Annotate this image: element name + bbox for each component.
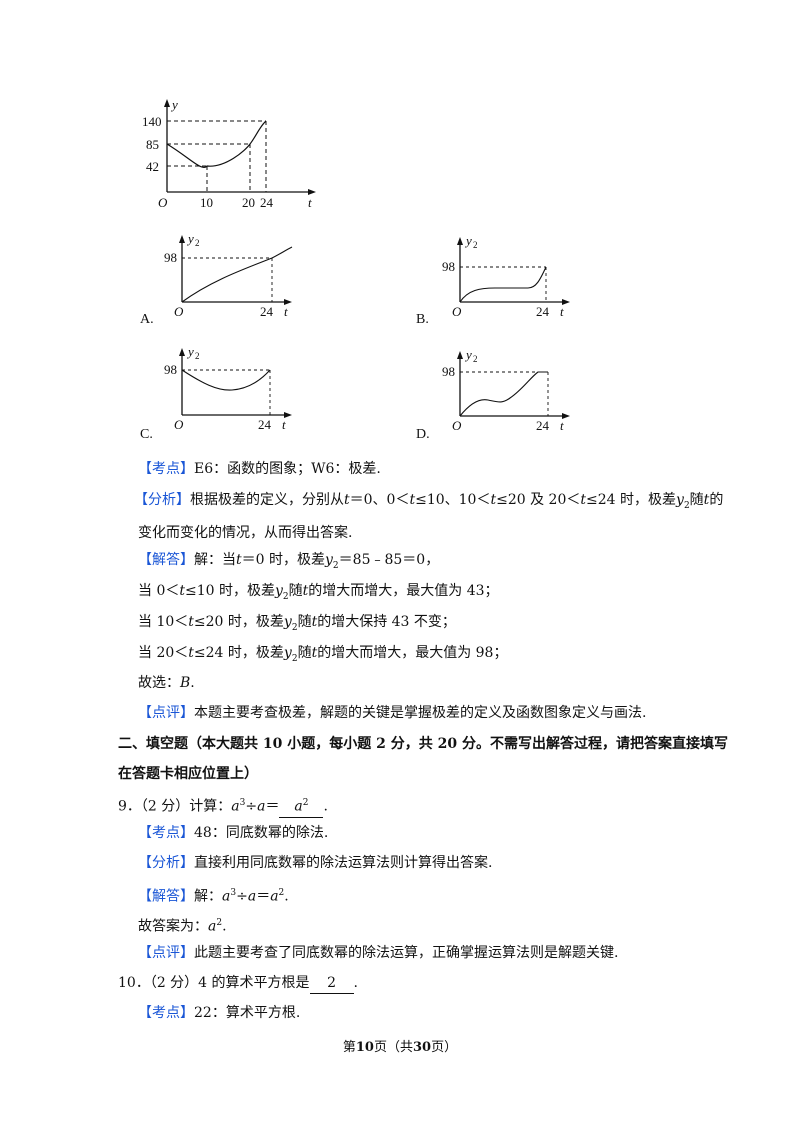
curve — [181, 246, 293, 303]
option-a-graph: y 2 98 O 24 t — [164, 231, 293, 319]
svg-text:24: 24 — [536, 304, 550, 319]
yval: 98 — [164, 250, 177, 265]
svg-text:98: 98 — [442, 364, 455, 379]
dashed-guides — [167, 120, 267, 192]
q9-jieda: 【解答】解：a3÷a＝a2. — [138, 888, 289, 905]
curve — [181, 369, 271, 391]
option-a-letter[interactable]: A. — [140, 312, 154, 327]
option-d-letter[interactable]: D. — [416, 427, 430, 442]
q9-answer-blank[interactable]: a2 — [279, 793, 324, 818]
q8-step-2: 当 10＜t≤20 时，极差y2随t的增大保持 43 不变； — [138, 614, 456, 633]
q8-choose: 故选：B. — [138, 675, 195, 691]
svg-text:t: t — [560, 304, 564, 319]
q8-step-1: 当 0＜t≤10 时，极差y2随t的增大而增大，最大值为 43； — [138, 583, 499, 602]
y-axis-arrow — [164, 99, 170, 107]
svg-text:O: O — [452, 304, 462, 319]
curve — [459, 266, 547, 303]
q9-fenxi: 【分析】直接利用同底数幂的除法运算法则计算得出答案. — [138, 855, 493, 871]
svg-text:t: t — [284, 304, 288, 319]
q9-answer: 故答案为：a2. — [138, 918, 227, 935]
ytick-140: 140 — [142, 114, 162, 129]
option-c-letter[interactable]: C. — [140, 427, 153, 442]
section2-heading-2: 在答题卡相应位置上） — [118, 766, 258, 782]
q8-kaodian: 【考点】E6：函数的图象；W6：极差. — [138, 461, 381, 477]
svg-text:2: 2 — [195, 351, 200, 361]
q10-kaodian: 【考点】22：算术平方根. — [138, 1005, 301, 1021]
svg-text:24: 24 — [260, 304, 274, 319]
y-label: y — [186, 231, 194, 246]
q8-fenxi-1: 【分析】根据极差的定义，分别从t＝0、0＜t≤10、10＜t≤20 及 20＜t… — [134, 492, 724, 511]
svg-text:O: O — [174, 304, 184, 319]
svg-text:O: O — [174, 417, 184, 432]
main-graph: y 140 85 42 O 10 20 24 t — [142, 97, 316, 210]
xtick-10: 10 — [200, 195, 213, 210]
origin-label: O — [158, 195, 168, 210]
svg-text:t: t — [560, 418, 564, 433]
svg-text:t: t — [282, 417, 286, 432]
y-label: y — [170, 97, 178, 112]
option-b-letter[interactable]: B. — [416, 312, 429, 327]
option-b-graph: y 2 98 O 24 t — [442, 233, 570, 319]
svg-text:y: y — [464, 233, 472, 248]
x-label: t — [308, 195, 312, 210]
xtick-20: 20 — [242, 195, 255, 210]
svg-text:O: O — [452, 418, 462, 433]
svg-text:24: 24 — [258, 417, 272, 432]
q10-answer-blank[interactable]: 2 — [309, 973, 354, 994]
ytick-42: 42 — [146, 159, 159, 174]
curve — [459, 371, 548, 417]
page-footer: 第10页（共30页） — [342, 1040, 458, 1055]
svg-text:y: y — [464, 347, 472, 362]
curve — [166, 120, 267, 168]
q8-step-3: 当 20＜t≤24 时，极差y2随t的增大而增大，最大值为 98； — [138, 645, 508, 664]
q9-stem: 9．（2 分）计算：a3÷a＝a2. — [118, 793, 328, 818]
svg-text:2: 2 — [473, 240, 478, 250]
svg-text:98: 98 — [442, 259, 455, 274]
x-axis-arrow — [308, 189, 316, 195]
ytick-85: 85 — [146, 137, 159, 152]
option-c-graph: y 2 98 O 24 t — [164, 344, 292, 432]
svg-text:24: 24 — [536, 418, 550, 433]
option-d-graph: y 2 98 O 24 t — [442, 347, 570, 433]
q8-jieda: 【解答】解：当t＝0 时，极差y2＝85﹣85＝0， — [138, 552, 440, 571]
q9-kaodian: 【考点】48：同底数幂的除法. — [138, 825, 329, 841]
xtick-24: 24 — [260, 195, 274, 210]
svg-text:2: 2 — [195, 238, 200, 248]
svg-text:2: 2 — [473, 354, 478, 364]
q8-fenxi-2: 变化而变化的情况，从而得出答案. — [138, 525, 353, 541]
svg-text:y: y — [186, 344, 194, 359]
q9-dianping: 【点评】此题主要考查了同底数幂的除法运算，正确掌握运算法则是解题关键. — [138, 945, 619, 961]
svg-text:98: 98 — [164, 362, 177, 377]
q8-dianping: 【点评】本题主要考查极差，解题的关键是掌握极差的定义及函数图象定义与画法. — [138, 705, 647, 721]
section2-heading-1: 二、填空题（本大题共 10 小题，每小题 2 分，共 20 分。不需写出解答过程… — [118, 736, 728, 752]
